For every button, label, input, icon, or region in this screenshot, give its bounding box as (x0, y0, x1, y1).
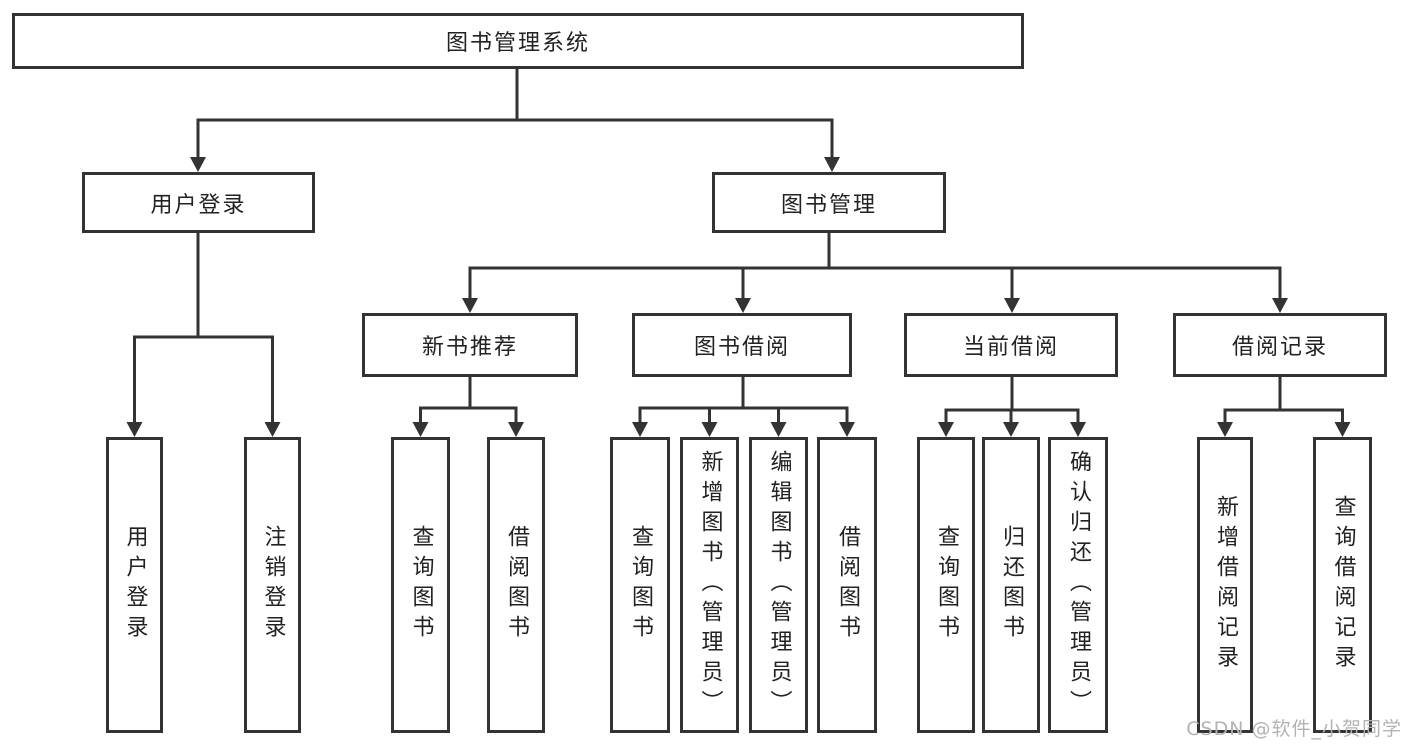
node-book-borrowing-label: 图书借阅 (693, 335, 790, 360)
node-book-management-label: 图书管理 (780, 192, 877, 218)
leaf-user-login: 用户登录 (106, 437, 163, 733)
leaf-logout-label: 注销登录 (260, 525, 286, 645)
csdn-watermark: CSDN @软件_小贺同学 (1186, 718, 1402, 740)
leaf-add-book-admin-label: 新增图书（管理员） (697, 450, 723, 720)
leaf-borrowing-borrow-books: 借阅图书 (817, 437, 877, 733)
leaf-query-borrow-record-label: 查询借阅记录 (1330, 495, 1356, 675)
node-book-borrowing: 图书借阅 (632, 313, 852, 377)
leaf-borrowing-borrow-books-label: 借阅图书 (835, 525, 860, 645)
node-borrowing-records-label: 借阅记录 (1231, 335, 1328, 360)
leaf-edit-book-admin: 编辑图书（管理员） (749, 437, 808, 733)
node-borrowing-records: 借阅记录 (1173, 313, 1387, 377)
node-current-borrowing: 当前借阅 (904, 313, 1118, 377)
leaf-recommend-query-books: 查询图书 (391, 437, 450, 733)
leaf-borrowing-query-books: 查询图书 (610, 437, 670, 733)
node-book-management: 图书管理 (712, 172, 946, 233)
leaf-add-borrow-record: 新增借阅记录 (1197, 437, 1253, 733)
leaf-recommend-query-books-label: 查询图书 (408, 525, 434, 645)
leaf-return-books-label: 归还图书 (999, 525, 1024, 645)
leaf-edit-book-admin-label: 编辑图书（管理员） (766, 450, 792, 720)
leaf-current-query-books: 查询图书 (917, 437, 975, 733)
leaf-borrowing-query-books-label: 查询图书 (628, 525, 653, 645)
leaf-add-borrow-record-label: 新增借阅记录 (1213, 495, 1238, 675)
leaf-recommend-borrow-books: 借阅图书 (487, 437, 545, 733)
leaf-query-borrow-record: 查询借阅记录 (1313, 437, 1372, 733)
leaf-add-book-admin: 新增图书（管理员） (680, 437, 739, 733)
node-user-login-label: 用户登录 (150, 192, 247, 218)
node-new-book-recommend-label: 新书推荐 (421, 335, 518, 360)
node-current-borrowing-label: 当前借阅 (962, 335, 1059, 360)
node-new-book-recommend: 新书推荐 (362, 313, 578, 377)
leaf-recommend-borrow-books-label: 借阅图书 (504, 525, 529, 645)
leaf-confirm-return-admin: 确认归还（管理员） (1048, 437, 1108, 733)
node-library-system-label: 图书管理系统 (445, 31, 590, 56)
node-user-login: 用户登录 (82, 172, 315, 233)
leaf-confirm-return-admin-label: 确认归还（管理员） (1066, 450, 1091, 720)
leaf-current-query-books-label: 查询图书 (934, 525, 959, 645)
node-library-system: 图书管理系统 (12, 13, 1024, 69)
leaf-user-login-label: 用户登录 (122, 525, 148, 645)
leaf-return-books: 归还图书 (982, 437, 1040, 733)
leaf-logout: 注销登录 (244, 437, 301, 733)
